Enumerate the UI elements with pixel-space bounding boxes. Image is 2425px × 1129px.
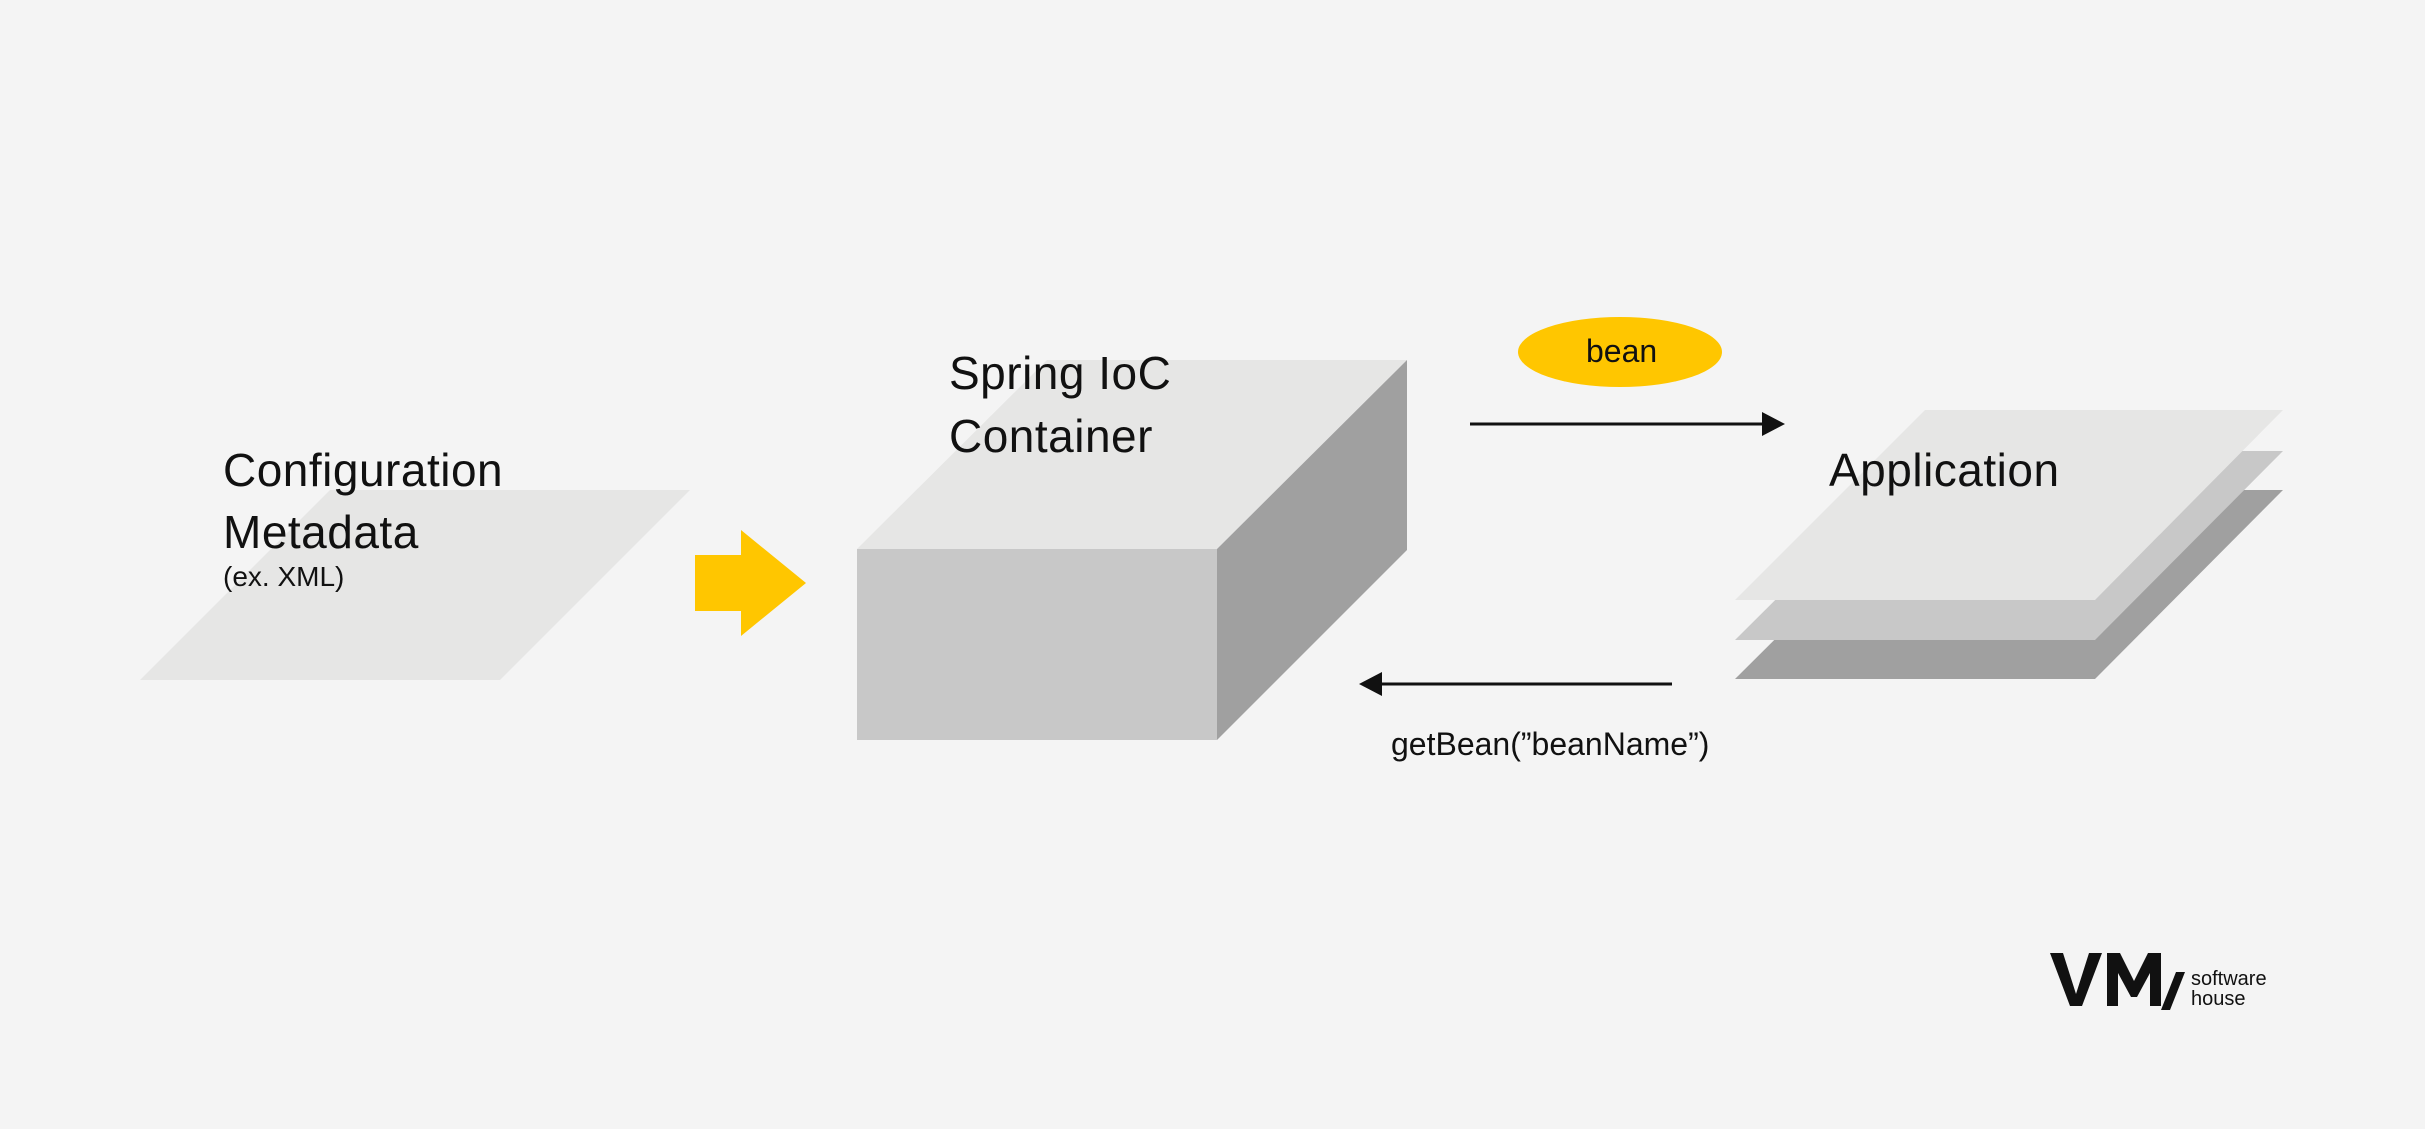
logo-text-line1: software — [2191, 968, 2267, 990]
input-arrow-icon — [695, 530, 806, 636]
config-metadata-title-line1: Configuration — [223, 444, 504, 496]
getbean-call-label: getBean(”beanName”) — [1391, 726, 1710, 762]
vm-software-house-logo: software house — [2048, 950, 2288, 1010]
application-title: Application — [1829, 444, 2060, 496]
container-box-front — [857, 549, 1217, 740]
config-metadata-plane — [140, 490, 690, 680]
config-metadata-title-line2: Metadata — [223, 506, 419, 558]
container-box-top — [857, 360, 1407, 549]
getbean-arrowhead-icon — [1359, 672, 1382, 696]
container-title-line1: Spring IoC — [949, 347, 1172, 399]
container-box-side — [1217, 360, 1407, 740]
config-metadata-subtitle: (ex. XML) — [223, 561, 345, 592]
bean-badge — [1518, 317, 1722, 387]
application-plane-top — [1735, 410, 2283, 600]
vm-logo-mark — [2050, 953, 2185, 1010]
container-title-line2: Container — [949, 410, 1153, 462]
logo-text-line2: house — [2191, 988, 2246, 1010]
bean-badge-label: bean — [1586, 333, 1658, 369]
bean-arrowhead-icon — [1762, 412, 1785, 436]
